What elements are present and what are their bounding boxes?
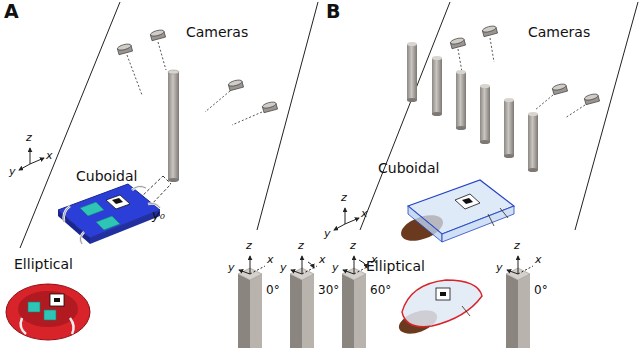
- arena-floor: [20, 2, 638, 248]
- axis-label: x: [46, 150, 53, 163]
- text-label: 60°: [370, 284, 391, 298]
- axis-label: z: [26, 132, 32, 145]
- axis-label: y: [496, 262, 503, 275]
- panel-letter: B: [326, 1, 340, 23]
- axis-label: x: [267, 254, 274, 267]
- text-label: 0°: [534, 284, 548, 298]
- axis-label: y: [9, 166, 16, 179]
- axis-triad: [239, 256, 533, 274]
- text-label: Cuboidal: [378, 160, 439, 176]
- axis-label: x: [535, 254, 542, 267]
- axis-label: x: [319, 254, 326, 267]
- axis-label: z: [514, 240, 520, 253]
- text-label: Elliptical: [14, 256, 73, 272]
- elliptical-robot: [396, 280, 482, 338]
- text-label: Cuboidal: [76, 168, 137, 184]
- cylinder-obstacle: [168, 70, 179, 182]
- cuboidal-robot: [398, 180, 514, 246]
- text-label: 30°: [318, 284, 339, 298]
- text-label: Cameras: [528, 24, 590, 40]
- text-label: Cameras: [186, 24, 248, 40]
- text-label: 0°: [266, 284, 280, 298]
- axis-label: z: [246, 240, 252, 253]
- axis-label: z: [341, 192, 347, 205]
- axis-label: y: [228, 262, 235, 275]
- camera: [117, 29, 278, 125]
- axis-label: y: [332, 262, 339, 275]
- elliptical-robot: [6, 284, 90, 340]
- axis-label: x: [361, 208, 368, 221]
- camera: [450, 25, 600, 118]
- axis-label: y: [280, 262, 287, 275]
- axis-label: y: [324, 228, 331, 241]
- cylinder-obstacle: [407, 42, 538, 172]
- axis-label: z: [298, 240, 304, 253]
- text-label: Elliptical: [366, 258, 425, 274]
- axis-label: z: [350, 240, 356, 253]
- cuboidal-robot: [58, 184, 160, 244]
- panel-letter: A: [4, 1, 19, 23]
- square-pillar: [238, 268, 530, 348]
- axis-label: y₀: [152, 208, 165, 223]
